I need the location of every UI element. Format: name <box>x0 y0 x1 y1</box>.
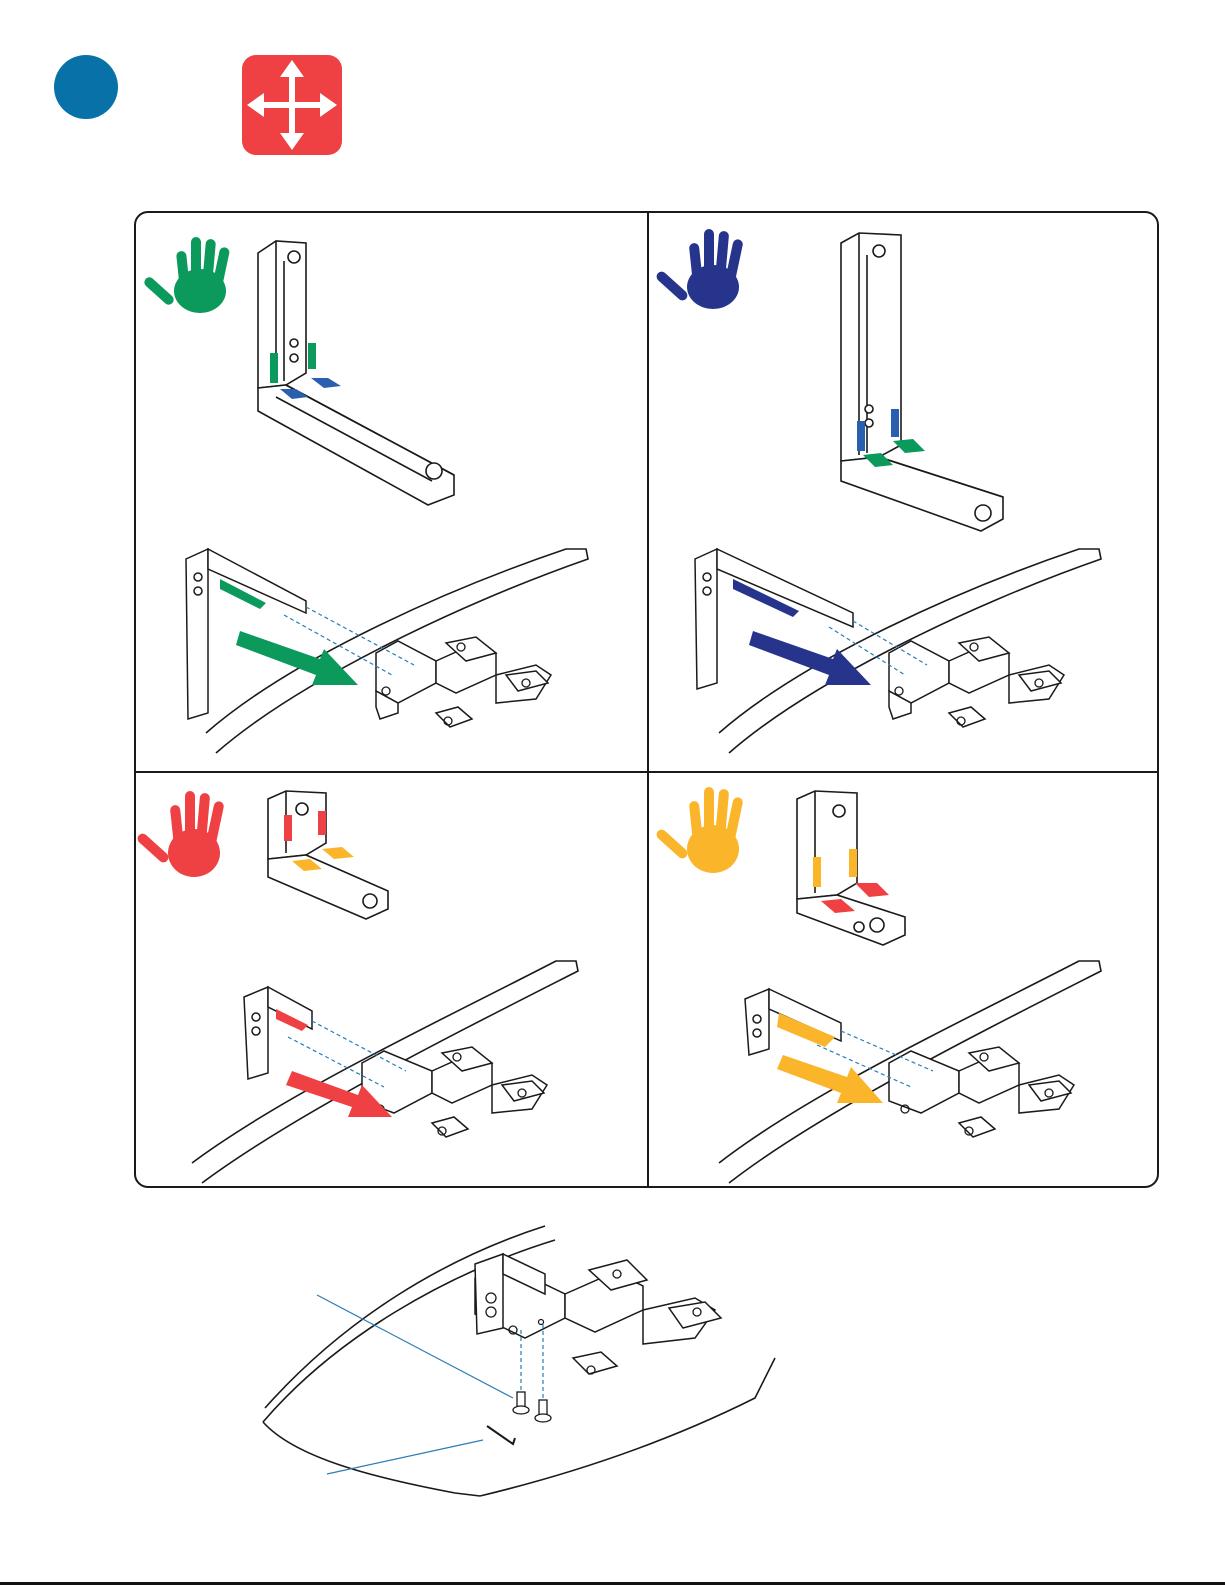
red-hand-icon <box>136 791 225 877</box>
short-l-bracket <box>268 791 388 919</box>
bracket-insert <box>244 987 312 1079</box>
yellow-hand-icon <box>655 787 744 873</box>
panel-yellow-hand <box>649 773 1159 1188</box>
green-hand-icon <box>142 237 230 313</box>
tall-l-bracket <box>841 233 1003 531</box>
panel-navy-hand <box>649 213 1159 771</box>
bolt-icon <box>513 1392 551 1422</box>
tall-l-bracket <box>258 241 454 505</box>
desk-frame-bracket <box>475 1254 721 1374</box>
final-fastening-view <box>255 1218 795 1503</box>
navy-hand-icon <box>655 229 744 309</box>
hex-key-icon <box>487 1426 515 1444</box>
four-way-arrow-icon <box>242 55 342 155</box>
assembly-panels-grid <box>134 211 1159 1188</box>
panel-red-hand <box>136 773 647 1188</box>
step-number-circle <box>54 55 118 119</box>
panel-green-hand <box>136 213 647 771</box>
